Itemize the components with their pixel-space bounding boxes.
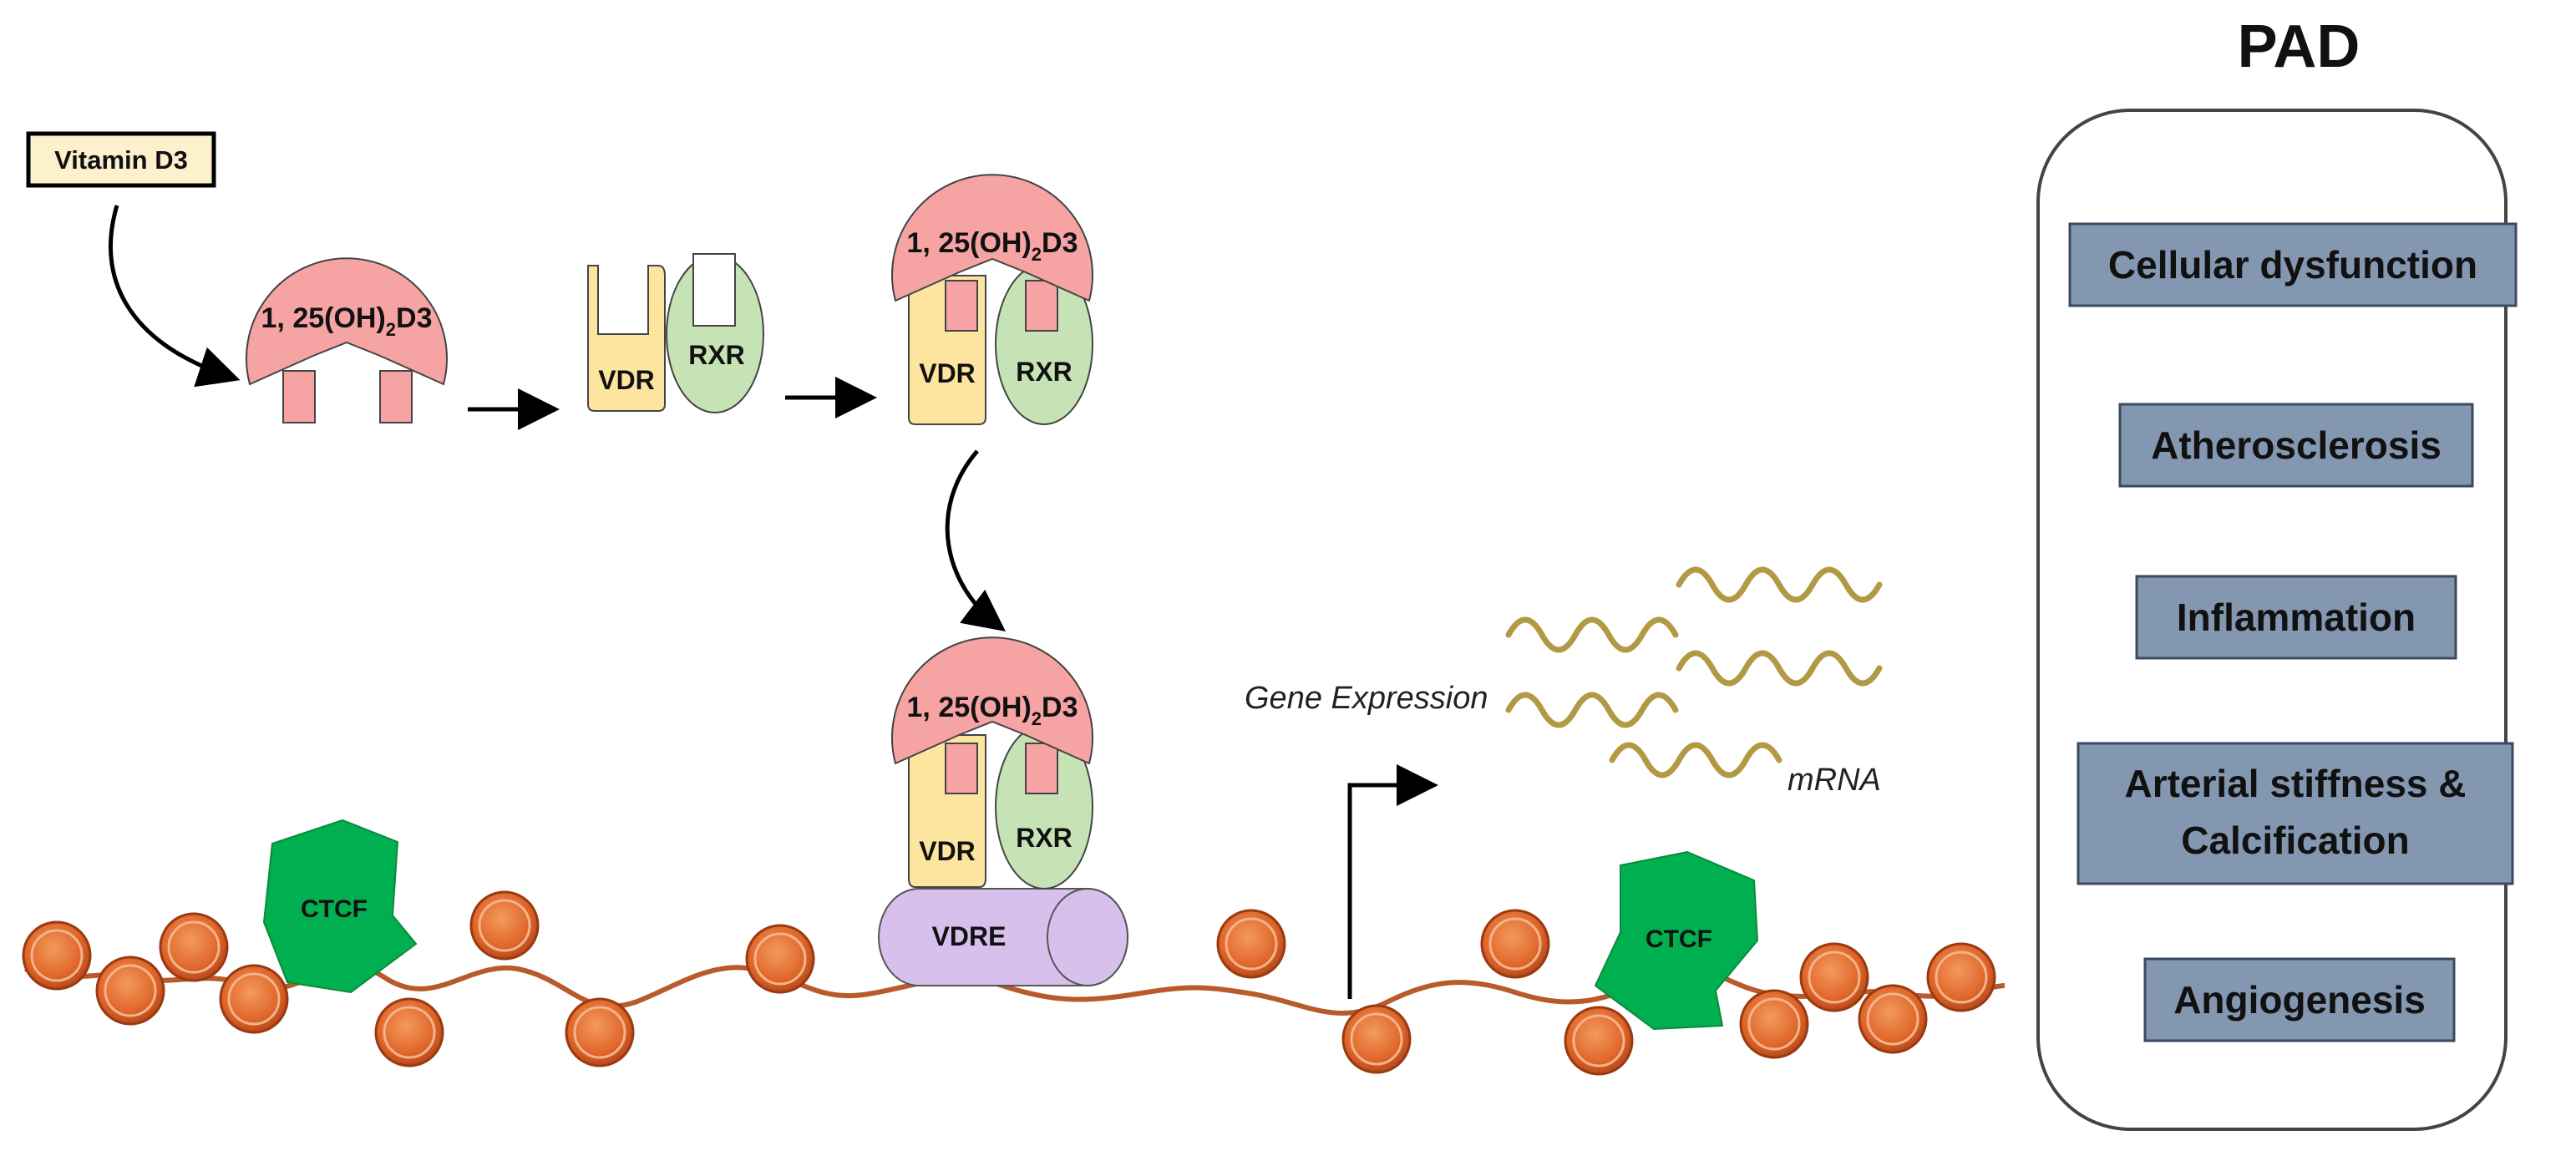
nucleosome: [469, 890, 540, 961]
pad-item-inflammation: Inflammation: [2135, 575, 2457, 660]
vitamin-d3-label: Vitamin D3: [54, 145, 188, 175]
arrow-complex-to-dna: [945, 449, 1006, 632]
vdr-label-complex-2: VDR: [919, 836, 976, 866]
nucleosome: [1216, 909, 1286, 979]
nucleosome: [22, 920, 92, 991]
nucleosome: [1739, 989, 1809, 1059]
hormone-complex-2-label: 1, 25(OH)2D3: [907, 692, 1078, 729]
pad-item-label: Cellular dysfunction: [2108, 243, 2477, 286]
nucleosome: [1926, 942, 1996, 1012]
nucleosome: [1480, 909, 1550, 979]
nucleosome: [1341, 1004, 1412, 1074]
ctcf-right: CTCF: [1594, 850, 1759, 1031]
arrow-vitamin-to-hormone: [109, 205, 241, 388]
rxr-label-free: RXR: [688, 340, 745, 370]
pad-item-label-line2: Calcification: [2181, 819, 2410, 862]
ctcf-right-label: CTCF: [1645, 925, 1712, 953]
nucleosome: [745, 924, 815, 994]
complex-2: VDR RXR 1, 25(OH)2D3: [891, 636, 1093, 890]
nucleosome: [219, 964, 289, 1034]
hormone-complex-1-label: 1, 25(OH)2D3: [907, 227, 1078, 265]
nucleosome: [1799, 942, 1869, 1012]
gene-expression-label: Gene Expression: [1245, 681, 1488, 716]
vdre-element: VDRE: [878, 888, 1128, 986]
mrna-strand: [1676, 650, 1883, 687]
pad-panel: PAD Cellular dysfunction Atherosclerosis…: [2036, 13, 2518, 1131]
pad-item-label: Atherosclerosis: [2151, 423, 2442, 467]
ctcf-left: CTCF: [262, 819, 418, 994]
mrna-strands: [1505, 566, 1883, 778]
vdr-receptor-free: [587, 265, 666, 412]
mrna-strand: [1505, 692, 1679, 728]
nucleosome: [1564, 1006, 1634, 1076]
pad-title: PAD: [2238, 13, 2360, 80]
mrna-strand: [1505, 616, 1679, 653]
pad-item-angiogenesis: Angiogenesis: [2143, 957, 2456, 1042]
nucleosome: [1858, 984, 1928, 1054]
nucleosome: [95, 956, 165, 1026]
rxr-label-complex-1: RXR: [1016, 357, 1072, 387]
vdr-label-free: VDR: [598, 365, 655, 395]
hormone-1: 1, 25(OH)2D3: [246, 257, 448, 423]
nucleosome: [374, 997, 444, 1067]
vdre-label: VDRE: [932, 921, 1007, 951]
nucleosome: [565, 997, 635, 1067]
mrna-strand: [1609, 742, 1782, 778]
pad-item-arterial-stiffness: Arterial stiffness & Calcification: [2077, 742, 2514, 885]
complex-1: VDR RXR 1, 25(OH)2D3: [891, 174, 1093, 425]
mrna-strand: [1676, 566, 1883, 603]
mrna-label: mRNA: [1787, 763, 1881, 798]
transcription-start-arrow: [1347, 764, 1438, 999]
hormone-1-label: 1, 25(OH)2D3: [261, 302, 433, 340]
receptor-pair-free: VDR RXR: [587, 253, 764, 413]
pad-item-label: Angiogenesis: [2173, 978, 2426, 1022]
rxr-label-complex-2: RXR: [1016, 823, 1072, 853]
vitamin-d3-box: Vitamin D3: [26, 131, 216, 188]
pad-item-label: Arterial stiffness &: [2124, 762, 2466, 805]
vdr-label-complex-1: VDR: [919, 358, 976, 388]
pad-item-atherosclerosis: Atherosclerosis: [2118, 403, 2474, 488]
pad-item-label: Inflammation: [2177, 596, 2416, 639]
nucleosome: [159, 912, 229, 982]
nucleosomes: [22, 890, 1996, 1076]
ctcf-left-label: CTCF: [301, 895, 368, 923]
pad-item-cellular-dysfunction: Cellular dysfunction: [2068, 222, 2518, 307]
